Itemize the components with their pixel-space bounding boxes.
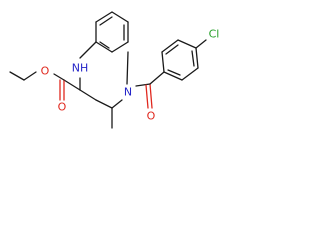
bond bbox=[79, 89, 97, 101]
bond bbox=[126, 51, 129, 85]
bond bbox=[165, 44, 179, 55]
bond bbox=[111, 11, 129, 23]
bond bbox=[181, 67, 199, 81]
bond bbox=[135, 83, 151, 87]
amine-nh-label: NH bbox=[72, 62, 89, 75]
benzo-ring bbox=[95, 11, 129, 53]
amide-o-label: O bbox=[147, 110, 156, 123]
bond bbox=[53, 73, 65, 81]
bond bbox=[63, 79, 81, 91]
bond bbox=[23, 71, 37, 81]
bond bbox=[163, 71, 183, 81]
bond bbox=[95, 41, 113, 53]
bond bbox=[79, 41, 97, 59]
bond bbox=[161, 39, 179, 53]
bond bbox=[149, 83, 153, 109]
bond bbox=[95, 11, 113, 23]
ester-o-label: O bbox=[41, 65, 50, 78]
bond bbox=[177, 39, 197, 49]
bond bbox=[99, 16, 113, 26]
ester-group bbox=[9, 71, 81, 101]
amide-group bbox=[135, 71, 165, 109]
bond bbox=[111, 41, 129, 53]
bond bbox=[111, 99, 123, 109]
bond bbox=[145, 84, 149, 109]
diazepine-ring bbox=[79, 41, 129, 109]
bond bbox=[167, 69, 181, 76]
chlorophenyl-ring bbox=[161, 39, 207, 81]
bond bbox=[195, 47, 199, 69]
bond bbox=[9, 71, 25, 81]
bond bbox=[99, 41, 110, 49]
bond bbox=[191, 50, 195, 67]
chlorine-label: Cl bbox=[209, 28, 220, 41]
amide-n-label: N bbox=[124, 86, 132, 99]
bond bbox=[161, 51, 165, 73]
ester-carbonyl-o-label: O bbox=[58, 101, 67, 114]
bond bbox=[95, 99, 113, 109]
molecule-structure: O O NH N O Cl bbox=[9, 11, 220, 129]
bond bbox=[195, 39, 207, 49]
bond bbox=[149, 71, 165, 85]
